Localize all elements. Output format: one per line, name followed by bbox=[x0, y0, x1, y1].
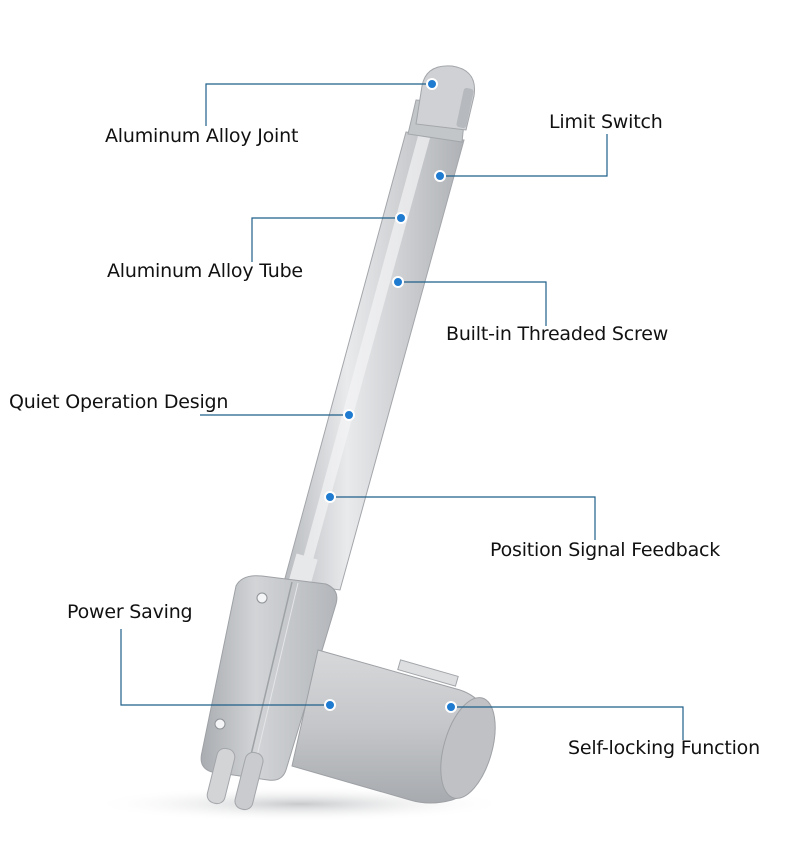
leader-self-locking-function bbox=[451, 706, 684, 740]
marker-aluminum-alloy-joint bbox=[426, 78, 438, 90]
actuator-body bbox=[200, 65, 496, 811]
motor-plate bbox=[397, 659, 459, 687]
rear-pin-right bbox=[234, 751, 264, 811]
label-aluminum-alloy-tube: Aluminum Alloy Tube bbox=[107, 260, 303, 282]
marker-position-signal-feedback bbox=[324, 491, 336, 503]
label-built-in-threaded-screw: Built-in Threaded Screw bbox=[446, 323, 669, 345]
gearbox-seam bbox=[245, 581, 293, 777]
marker-limit-switch bbox=[434, 170, 446, 182]
leader-aluminum-alloy-joint bbox=[205, 83, 432, 126]
marker-built-in-threaded-screw bbox=[392, 276, 404, 288]
leader-lines bbox=[120, 83, 684, 740]
markers bbox=[324, 78, 457, 713]
tube-highlight bbox=[296, 136, 430, 585]
screw-hole-top bbox=[256, 592, 268, 604]
label-power-saving: Power Saving bbox=[67, 601, 193, 623]
marker-self-locking-function bbox=[445, 701, 457, 713]
leader-position-signal-feedback bbox=[330, 496, 596, 540]
leader-built-in-threaded-screw bbox=[398, 281, 547, 326]
rear-pin-left bbox=[206, 747, 236, 805]
marker-quiet-operation-design bbox=[343, 409, 355, 421]
label-self-locking-function: Self-locking Function bbox=[568, 737, 760, 759]
outer-tube bbox=[283, 131, 465, 591]
label-position-signal-feedback: Position Signal Feedback bbox=[490, 539, 721, 561]
label-quiet-operation-design: Quiet Operation Design bbox=[9, 391, 229, 413]
marker-aluminum-alloy-tube bbox=[395, 212, 407, 224]
screw-hole-bottom bbox=[214, 718, 226, 730]
marker-power-saving bbox=[324, 699, 336, 711]
leader-limit-switch bbox=[440, 134, 608, 177]
label-aluminum-alloy-joint: Aluminum Alloy Joint bbox=[105, 125, 299, 147]
gearbox-seam-2 bbox=[251, 582, 299, 778]
leader-aluminum-alloy-tube bbox=[251, 217, 401, 262]
joint-slot bbox=[456, 87, 474, 129]
label-limit-switch: Limit Switch bbox=[549, 111, 663, 133]
leader-power-saving bbox=[120, 629, 330, 706]
motor-endcap bbox=[440, 697, 496, 799]
